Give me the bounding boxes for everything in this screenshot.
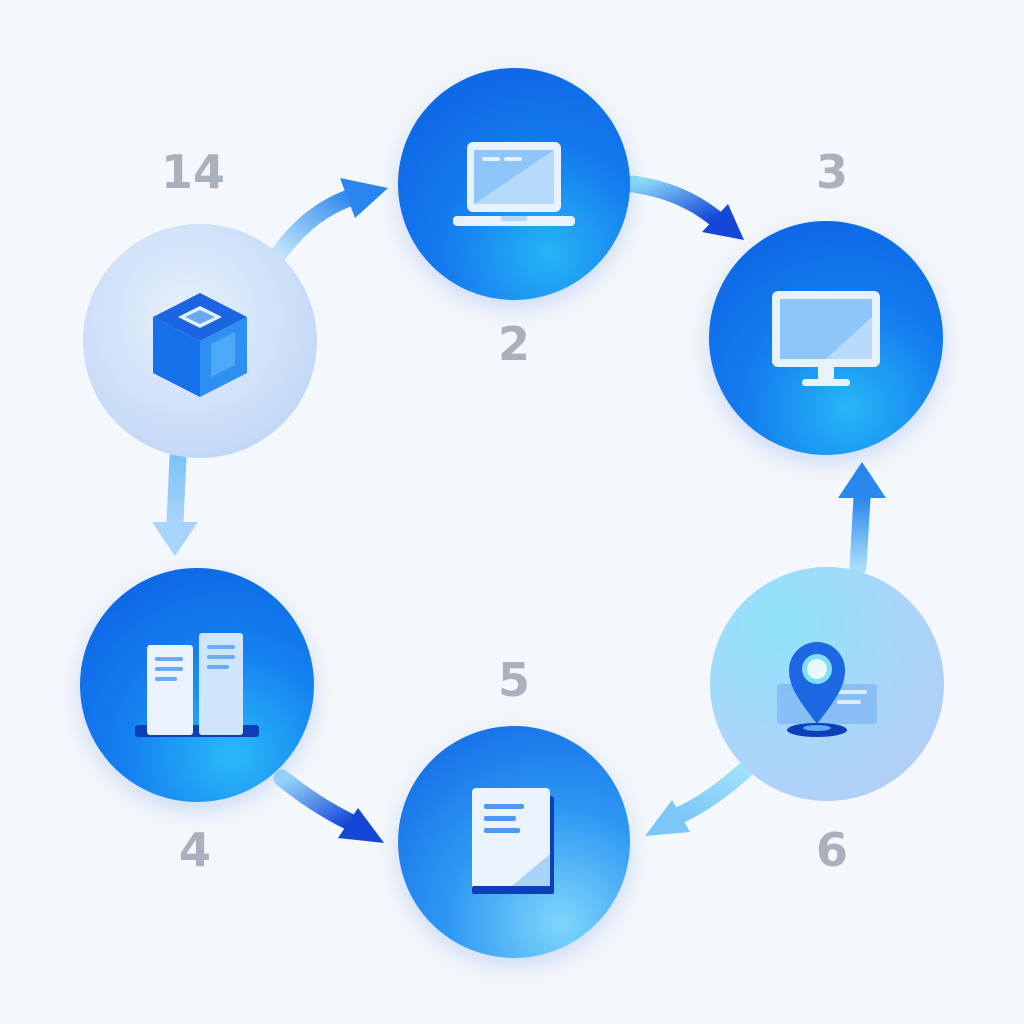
step-number-3: 3 bbox=[815, 145, 849, 199]
arrow-step-14-to-2 bbox=[269, 178, 388, 264]
step-node-4[interactable] bbox=[80, 568, 314, 802]
arrow-step-4-to-5 bbox=[273, 769, 384, 843]
step-number-5: 5 bbox=[497, 653, 531, 707]
step-node-5[interactable] bbox=[398, 726, 630, 958]
step-node-6[interactable] bbox=[710, 567, 944, 801]
step-node-14[interactable] bbox=[83, 224, 317, 458]
arrow-step-6-to-3 bbox=[838, 462, 886, 576]
step-node-3[interactable] bbox=[709, 221, 943, 455]
monitor-icon bbox=[772, 291, 880, 386]
arrow-step-14-to-4 bbox=[152, 449, 198, 556]
laptop-icon bbox=[453, 142, 575, 226]
step-number-2: 2 bbox=[497, 317, 531, 371]
step-number-6: 6 bbox=[815, 823, 849, 877]
step-node-2[interactable] bbox=[398, 68, 630, 300]
step-number-14: 14 bbox=[160, 145, 226, 199]
step-number-4: 4 bbox=[178, 823, 212, 877]
arrow-step-6-to-5 bbox=[645, 761, 754, 836]
documents-stack-icon bbox=[135, 633, 259, 737]
document-icon bbox=[472, 788, 554, 894]
location-pin-icon bbox=[777, 642, 877, 737]
arrow-step-2-to-3 bbox=[623, 175, 744, 240]
cube-icon bbox=[153, 292, 247, 397]
